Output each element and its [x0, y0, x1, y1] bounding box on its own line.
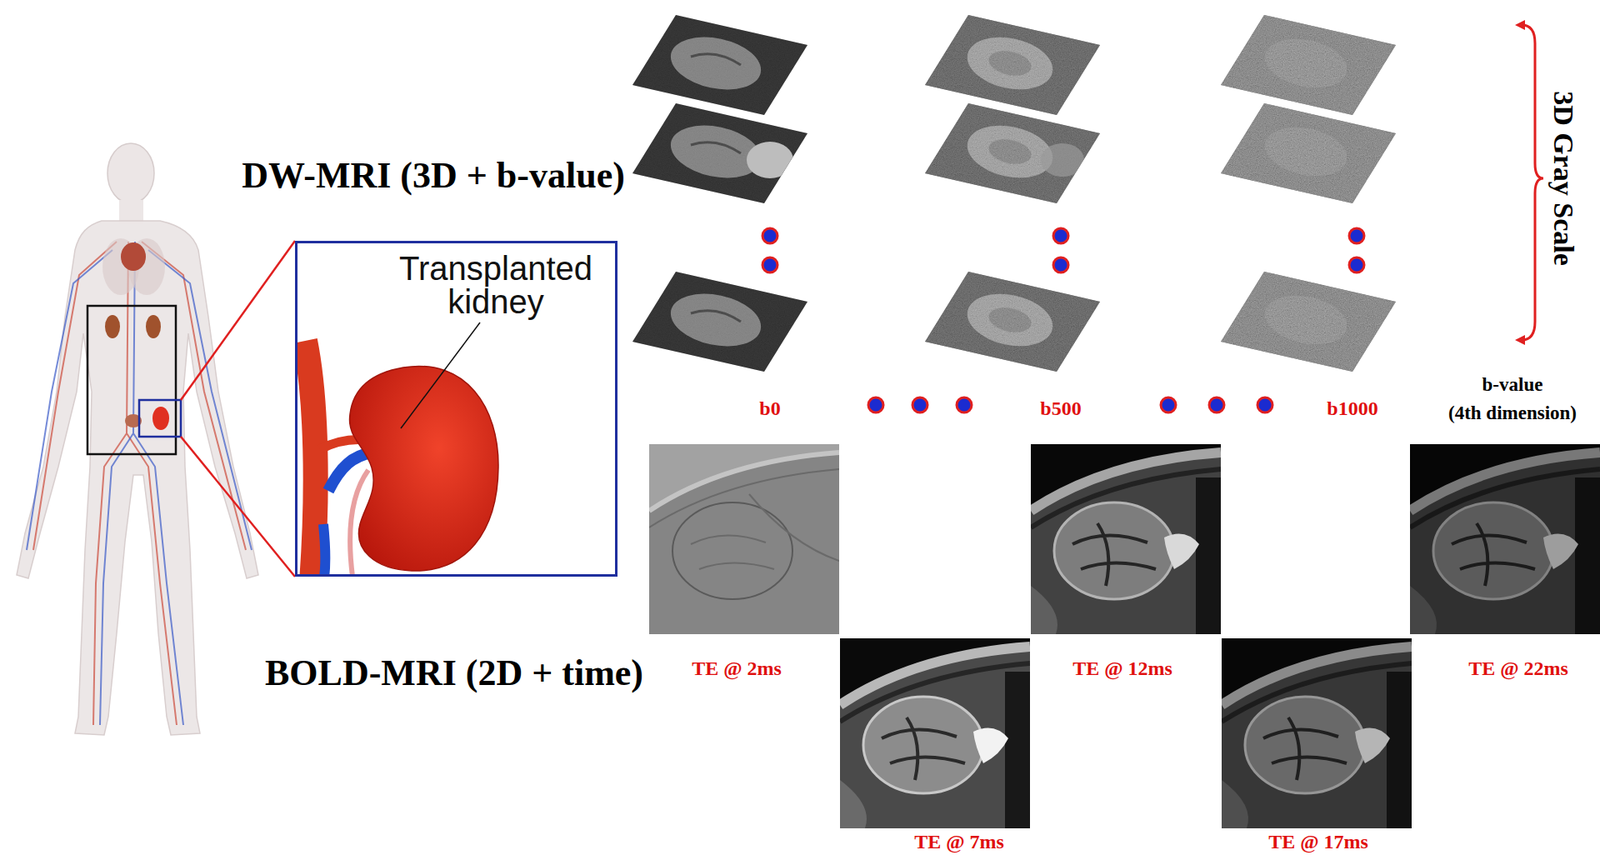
node-label: Transplanted kidney [379, 251, 613, 319]
zoom-box: Transplanted kidney [295, 240, 618, 577]
echo-time-label: TE @ 2ms [691, 657, 782, 680]
b-value-label: b0 [759, 397, 780, 420]
echo-time-label: TE @ 12ms [1072, 657, 1173, 680]
b-value-label: b1000 [1326, 397, 1378, 420]
bold-mri-images [649, 444, 1600, 829]
section-title: DW-MRI (3D + b-value) [241, 155, 625, 196]
echo-time-label: TE @ 17ms [1268, 830, 1369, 853]
section-title: BOLD-MRI (2D + time) [265, 653, 644, 694]
echo-time-label: TE @ 22ms [1468, 657, 1569, 680]
axis-label: (4th dimension) [1448, 402, 1577, 424]
human-figure [16, 143, 295, 735]
kidney-illustration [295, 240, 618, 583]
axis-label: b-value [1482, 374, 1544, 395]
axis-label: 3D Gray Scale [1547, 90, 1579, 266]
dw-mri-slices [632, 15, 1396, 372]
curly-brace [1515, 20, 1544, 345]
echo-time-label: TE @ 7ms [914, 830, 1005, 853]
b-value-label: b500 [1040, 397, 1081, 420]
ellipsis-dots [762, 228, 1365, 413]
